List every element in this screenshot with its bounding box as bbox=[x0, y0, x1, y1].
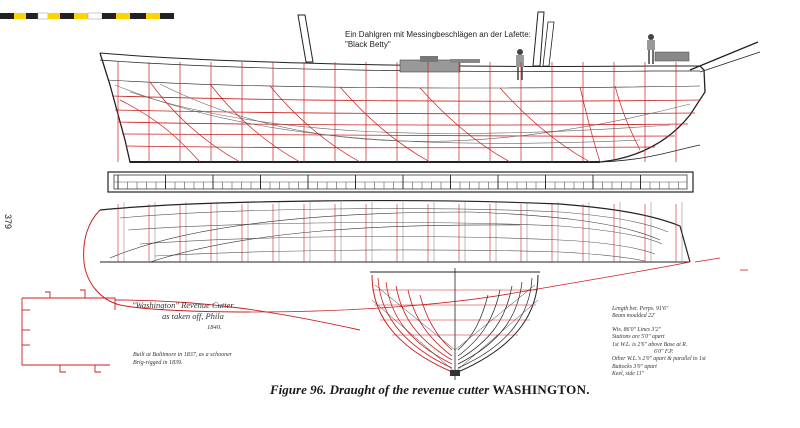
dimension-line: Keel, side 11" bbox=[612, 371, 645, 378]
annotation-text: Ein Dahlgren mit Messingbeschlägen an de… bbox=[345, 30, 531, 50]
build-note: Built at Baltimore in 1837, as a schoone… bbox=[133, 351, 232, 367]
caption-prefix: Figure 96. Draught of the revenue cutter bbox=[270, 382, 493, 397]
dimension-line: 1st W.L. is 2'6" above Base at R. bbox=[612, 341, 688, 348]
build-note-line-2: Brig-rigged in 1839. bbox=[133, 360, 183, 366]
dimension-line: Length bet. Perps. 91'6" bbox=[612, 306, 669, 312]
caption-vessel: WASHINGTON. bbox=[492, 382, 590, 397]
dimension-line: Wts. 86'0" Lines 3'2" bbox=[612, 326, 661, 333]
color-scale-bar bbox=[0, 12, 174, 20]
inscription-date: 1840. bbox=[207, 324, 222, 331]
half-breadth-plan bbox=[83, 200, 748, 313]
inscription-subtitle: as taken off, Phila bbox=[162, 311, 224, 321]
main-mast bbox=[297, 14, 314, 63]
crew-figure-bow bbox=[647, 34, 655, 64]
annotation-line-2: "Black Betty" bbox=[345, 40, 391, 49]
half-breadth-station-lines bbox=[117, 202, 683, 262]
dimension-line: Beam moulded 22' bbox=[612, 313, 656, 320]
dimensions-notes: Length bet. Perps. 91'6" Beam moulded 22… bbox=[612, 306, 706, 379]
figure-caption: Figure 96. Draught of the revenue cutter… bbox=[270, 382, 690, 398]
sheet-inscription: "Washington" Revenue Cutter as taken off… bbox=[132, 300, 234, 333]
dimension-line: 6'0" F.P. bbox=[654, 349, 674, 356]
fore-mast bbox=[532, 11, 545, 67]
annotation-line-1: Ein Dahlgren mit Messingbeschlägen an de… bbox=[345, 30, 531, 39]
half-breadth-outline bbox=[99, 200, 691, 263]
inscription-title: "Washington" Revenue Cutter bbox=[132, 300, 234, 310]
body-plan bbox=[370, 268, 540, 380]
page-number: 379 bbox=[3, 214, 13, 230]
dimension-line: Buttocks 3'0" apart bbox=[612, 363, 657, 370]
scale-ticks bbox=[117, 175, 679, 189]
sheet-outline-left bbox=[21, 289, 116, 373]
profile-station-lines bbox=[117, 62, 677, 162]
crew-figure-midship bbox=[516, 49, 524, 80]
dimension-line: Other W.L.'s 2'0" apart & parallel to 1s… bbox=[612, 356, 706, 363]
stern-arc bbox=[83, 209, 251, 313]
build-note-line-1: Built at Baltimore in 1837, as a schoone… bbox=[133, 352, 233, 358]
scale-strip bbox=[107, 171, 694, 193]
sheet-outline-curve bbox=[114, 299, 361, 331]
bowsprit bbox=[689, 41, 759, 71]
dimension-line: Stations are 5'0" apart bbox=[612, 334, 665, 341]
